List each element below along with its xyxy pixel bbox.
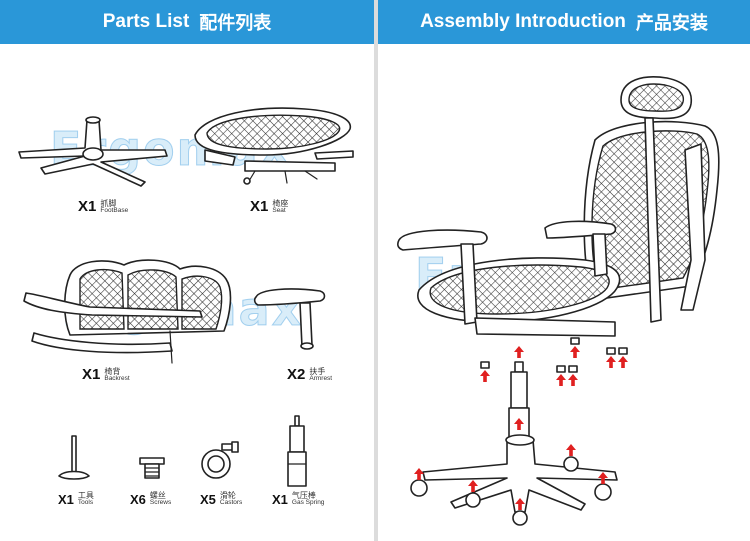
gas-spring-drawing	[287, 415, 307, 487]
parts-list-title-cn: 配件列表	[199, 13, 272, 33]
assembly-backrest	[583, 117, 720, 323]
assembly-drawing	[397, 76, 720, 526]
assembly-seat	[417, 257, 621, 323]
parts-list-header: Parts List 配件列表	[0, 0, 374, 44]
arrow-up-icon	[618, 356, 628, 368]
assembly-title-cn: 产品安装	[635, 13, 708, 33]
tools-drawing	[58, 435, 90, 480]
assembly-screws	[480, 337, 628, 373]
arrow-up-icon	[566, 444, 576, 456]
arrow-up-icon	[514, 346, 524, 358]
arrow-up-icon	[480, 370, 490, 382]
panel-divider	[374, 0, 378, 541]
assembly-castors	[410, 456, 612, 526]
assembly-mechanism	[474, 317, 616, 337]
castors-drawing	[201, 441, 239, 479]
footbase-drawing	[18, 116, 168, 187]
assembly-gas-spring	[508, 361, 530, 439]
arrow-up-icon	[556, 374, 566, 386]
backrest-drawing	[23, 259, 232, 364]
arrow-up-icon	[570, 346, 580, 358]
assembly-armrests	[397, 220, 617, 325]
arrow-up-icon	[606, 356, 616, 368]
seat-drawing	[194, 107, 354, 185]
armrest-drawing	[253, 288, 326, 350]
assembly-headrest	[620, 76, 693, 120]
arrow-up-icon	[414, 468, 424, 480]
assembly-title: Assembly Introduction	[420, 11, 626, 32]
arrow-up-icon	[468, 480, 478, 492]
assembly-header: Assembly Introduction 产品安装	[378, 0, 750, 44]
arrow-up-icon	[568, 374, 578, 386]
screws-drawing	[139, 457, 165, 479]
parts-list-title: Parts List	[102, 11, 190, 32]
